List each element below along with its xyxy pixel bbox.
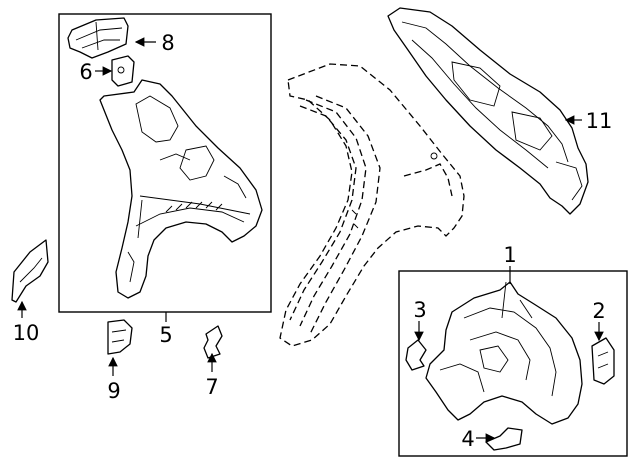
callout-10: 10 bbox=[13, 321, 40, 345]
callout-3: 3 bbox=[413, 298, 426, 322]
bracket-part-6[interactable] bbox=[111, 55, 135, 87]
rear-rail-part[interactable] bbox=[387, 7, 589, 215]
bracket-part-3[interactable] bbox=[405, 339, 427, 371]
clip-bracket-part-7[interactable] bbox=[203, 325, 223, 359]
wheelhouse-group-box bbox=[398, 270, 628, 457]
upper-extension-part[interactable] bbox=[67, 17, 129, 59]
bracket-part-2[interactable] bbox=[591, 337, 615, 385]
quarter-outer-panel-outline bbox=[279, 63, 465, 347]
callout-6: 6 bbox=[79, 60, 92, 84]
quarter-inner-panel-part[interactable] bbox=[99, 79, 263, 299]
wheelhouse-part[interactable] bbox=[425, 281, 583, 425]
lower-patch-part[interactable] bbox=[11, 239, 49, 303]
callout-7: 7 bbox=[205, 375, 218, 399]
callout-5: 5 bbox=[159, 323, 172, 347]
callout-4: 4 bbox=[461, 427, 474, 451]
callout-1: 1 bbox=[503, 243, 516, 267]
lower-bracket-part[interactable] bbox=[107, 319, 133, 355]
callout-11: 11 bbox=[586, 109, 613, 133]
callout-2: 2 bbox=[592, 299, 605, 323]
quarter-panel-group-box bbox=[58, 13, 272, 313]
callout-8: 8 bbox=[161, 31, 174, 55]
clip-part-4[interactable] bbox=[485, 427, 523, 451]
leader-lines bbox=[17, 37, 604, 443]
callout-9: 9 bbox=[107, 379, 120, 403]
